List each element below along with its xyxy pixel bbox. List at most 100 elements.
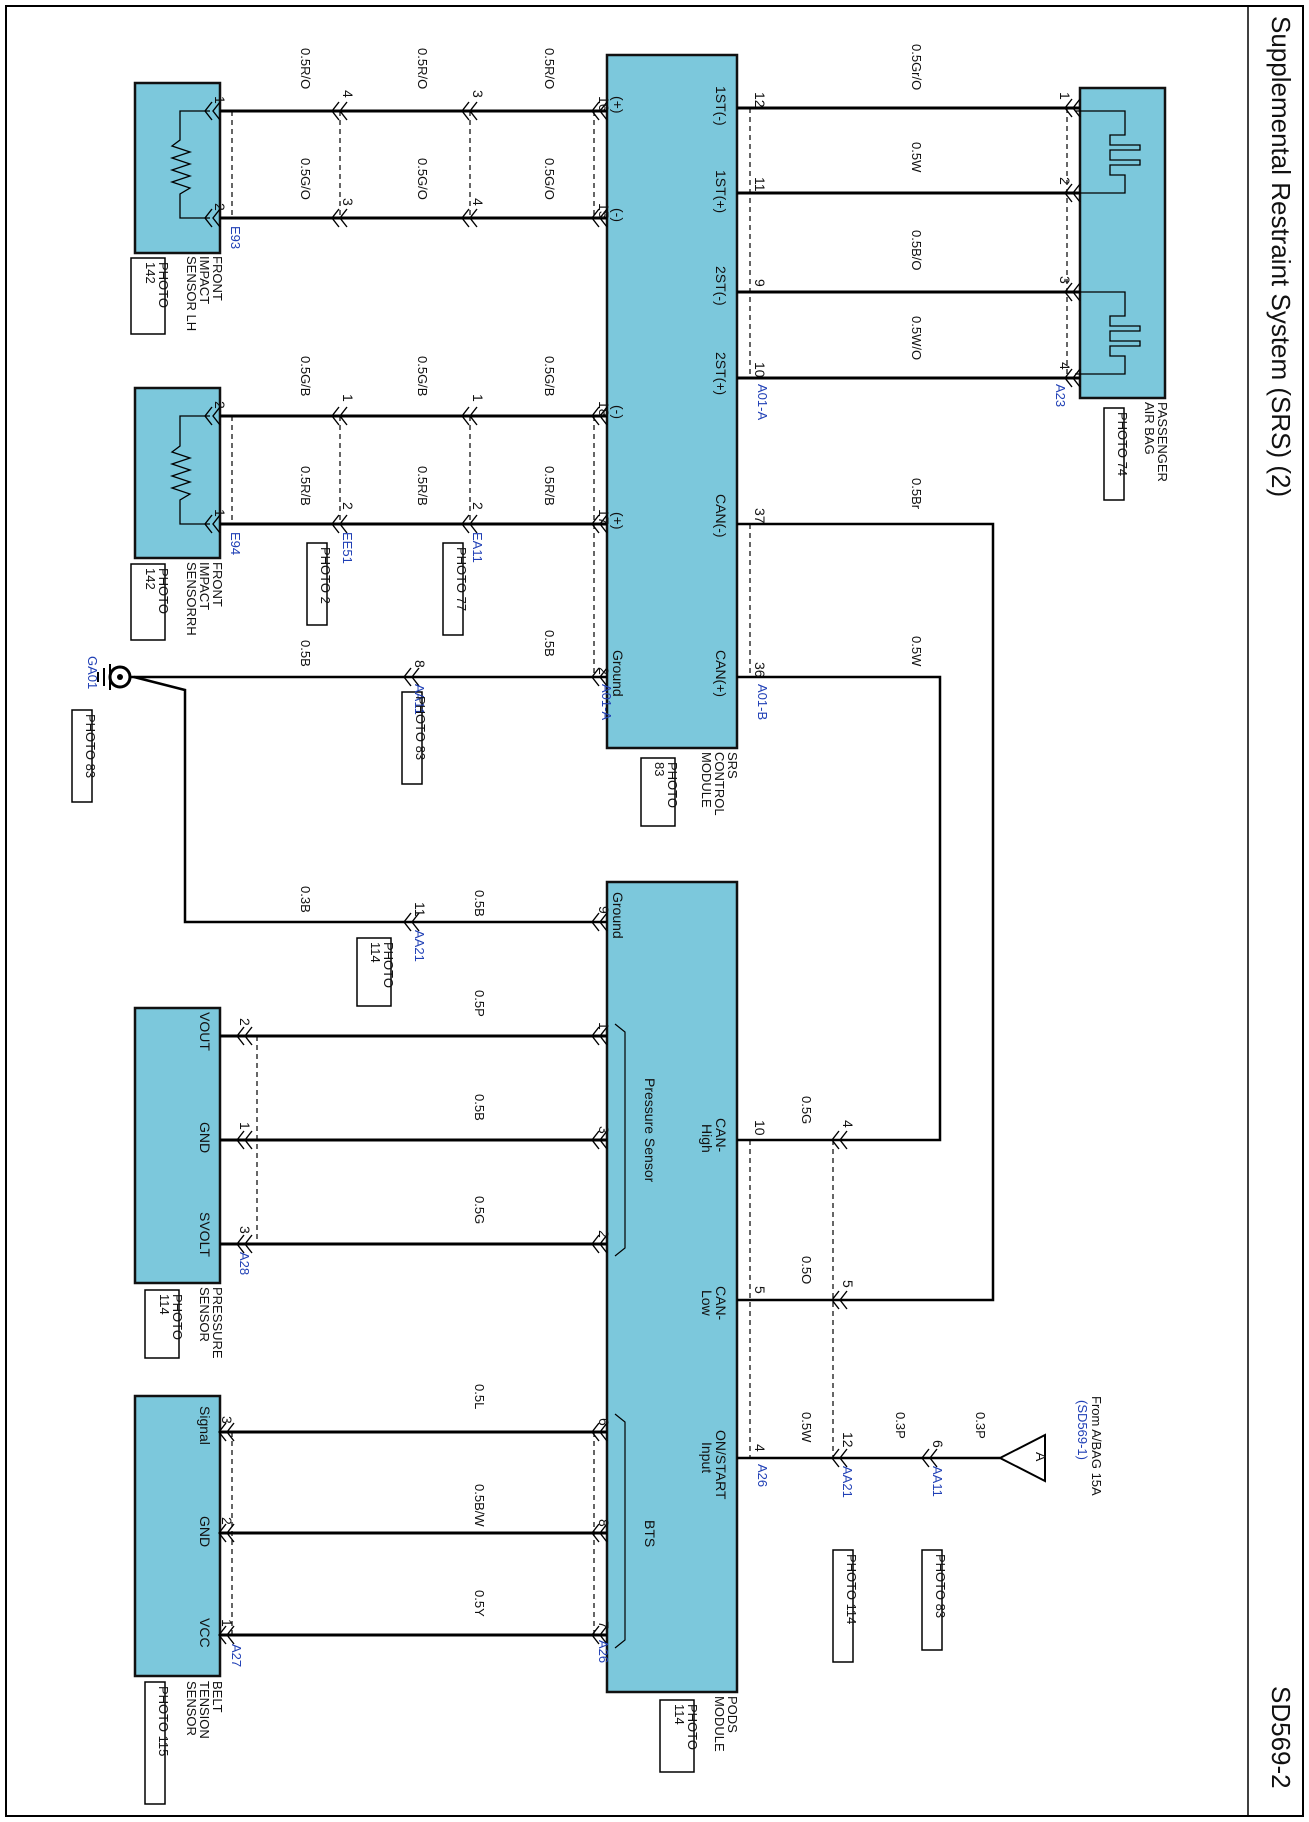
- pin-number: 3: [1057, 276, 1073, 284]
- pods-name: MODULE: [712, 1696, 727, 1752]
- wire-label: 0.5Y: [472, 1590, 487, 1617]
- pin-number: 10: [752, 1120, 768, 1136]
- pods-pin-label: Low: [699, 1290, 715, 1317]
- pin-number: 11: [412, 902, 428, 917]
- fis-rh-photo: PHOTO: [156, 568, 171, 614]
- pin-number: 4: [470, 198, 486, 206]
- fis-lh-photo: 142: [143, 262, 158, 284]
- pin-number: 2: [237, 1018, 253, 1026]
- inline-connector-id: AA21: [412, 930, 427, 962]
- inline-connector-photo: PHOTO 2: [318, 547, 333, 604]
- pods-module-box: [605, 880, 739, 1694]
- photo-box: [832, 1549, 854, 1663]
- srs-pin-label: Ground: [610, 650, 626, 697]
- wire-label: 0.5B/O: [909, 230, 924, 270]
- wire-label: 0.5O: [799, 1256, 814, 1284]
- photo-box: [640, 757, 676, 827]
- fis-lh-photo: PHOTO: [156, 262, 171, 308]
- fis-lh-name: FRONT: [210, 256, 225, 301]
- bts-bracket: [614, 1413, 626, 1649]
- pods-photo: PHOTO: [685, 1704, 700, 1750]
- inline-connector-id: AA11: [412, 684, 427, 715]
- pressure-name: PRESSURE: [210, 1287, 225, 1359]
- pin-number: 2: [470, 502, 486, 510]
- pressure-photo: PHOTO: [170, 1294, 185, 1340]
- pin-number: 3: [219, 1416, 235, 1424]
- inline-connector-photo: PHOTO 114: [844, 1554, 859, 1624]
- pin-number: 12: [840, 1432, 856, 1448]
- pin-number: 11: [752, 177, 768, 192]
- ground-icon: [97, 664, 132, 690]
- pin-number: 2: [340, 502, 356, 510]
- fis-rh-name: FRONT: [210, 562, 225, 607]
- wire-label: 0.5R/O: [298, 48, 313, 89]
- inline-connector-photo: PHOTO 77: [454, 547, 469, 611]
- pin-number: 16: [596, 96, 612, 112]
- photo-box: [144, 1289, 180, 1359]
- offpage-connector-icon: [997, 1433, 1046, 1483]
- offpage-text: From A/BAG 15A: [1089, 1396, 1104, 1496]
- inline-connector-id: EE51: [340, 532, 355, 564]
- pin-number: 4: [840, 1120, 856, 1128]
- pin-number: 9: [596, 906, 612, 914]
- pressure-photo: 114: [157, 1294, 172, 1315]
- wire-label: 0.5L: [472, 1384, 487, 1409]
- pin-number: 5: [840, 1280, 856, 1288]
- connector-id: A27: [229, 1644, 244, 1667]
- wire-label: 0.5P: [472, 990, 487, 1017]
- pin-number: 1: [212, 96, 228, 104]
- srs-pin-label: 1ST(-): [713, 86, 729, 126]
- pin-number: 7: [596, 1621, 612, 1629]
- wire-label: 0.5W: [909, 636, 924, 667]
- pin-number: 6: [930, 1440, 946, 1448]
- pods-pin-label: Pressure Sensor: [642, 1078, 658, 1183]
- pin-number: 4: [752, 1444, 768, 1452]
- pin-number: 5: [752, 1286, 768, 1294]
- fis-rh-name: IMPACT: [197, 562, 212, 610]
- pin-number: 15: [596, 203, 612, 219]
- pin-number: 1: [1057, 92, 1073, 100]
- connector-id: E94: [228, 532, 243, 555]
- pin-number: 1: [340, 394, 356, 402]
- connector-id: A26: [596, 1640, 611, 1663]
- wire-label: 0.3P: [973, 1412, 988, 1439]
- connector-id: A01-A: [755, 384, 770, 420]
- pin-number: 10: [752, 362, 768, 378]
- pin-number: 3: [596, 1126, 612, 1134]
- connector-id: A23: [1053, 384, 1068, 407]
- srs-pin-label: (-): [610, 405, 626, 419]
- wire-label: 0.5B: [472, 890, 487, 917]
- pin-number: 18: [596, 401, 612, 417]
- pods-pin-label: CAN-: [713, 1286, 729, 1321]
- inline-connector-photo: PHOTO 83: [933, 1554, 948, 1618]
- belt-tension-sensor-box: [133, 1394, 222, 1678]
- inline-connector-photo: 114: [368, 942, 383, 963]
- srs-pin-label: (-): [610, 208, 626, 222]
- pin-number: 37: [752, 508, 768, 524]
- pods-pin-label: High: [699, 1124, 715, 1153]
- fis-rh-photo: 142: [143, 568, 158, 590]
- offpage-letter: A: [1033, 1452, 1049, 1462]
- photo-box: [401, 691, 423, 785]
- pods-photo: 114: [672, 1704, 687, 1725]
- srs-pin-label: 2ST(-): [713, 266, 729, 306]
- wire-label: 0.5G/B: [415, 356, 430, 396]
- wire-label: 0.5Gr/O: [909, 44, 924, 90]
- connector-id: A28: [237, 1252, 252, 1275]
- resistor-icon: [169, 110, 210, 219]
- srs-pin-label: 1ST(+): [713, 170, 729, 213]
- pin-number: 2: [1057, 177, 1073, 185]
- pin-number: 1: [596, 1022, 612, 1030]
- photo-box: [921, 1549, 943, 1651]
- page-code: SD569-2: [1266, 1686, 1296, 1789]
- bts-pin-label: Signal: [197, 1406, 213, 1445]
- wire-label: 0.5B: [472, 1094, 487, 1121]
- pin-number: 3: [340, 198, 356, 206]
- inline-connector-photo: PHOTO 83: [413, 696, 428, 760]
- photo-box: [356, 937, 392, 1007]
- resistor-icon: [169, 415, 210, 525]
- pin-number: 3: [237, 1226, 253, 1234]
- pressure-pin-label: GND: [197, 1122, 213, 1153]
- srs-pin-label: CAN(+): [713, 650, 729, 697]
